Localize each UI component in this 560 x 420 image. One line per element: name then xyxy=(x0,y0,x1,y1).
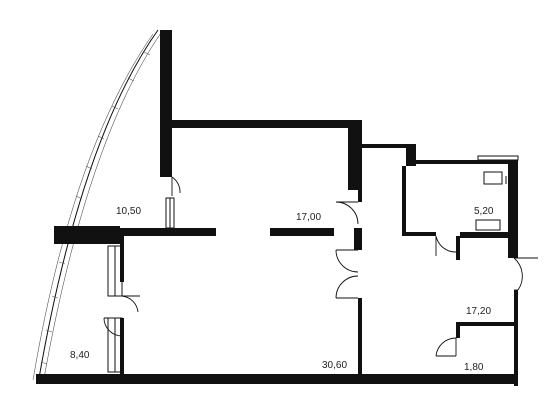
wall-segment xyxy=(402,232,436,236)
windows xyxy=(107,197,175,373)
doors xyxy=(103,176,538,357)
wall-segment xyxy=(36,374,518,384)
wall-segment xyxy=(354,228,362,250)
wall-segment xyxy=(456,322,514,326)
wall-segment xyxy=(456,236,460,260)
wall-segment xyxy=(358,190,362,202)
wall-segment xyxy=(406,144,416,166)
wall-segment xyxy=(460,232,512,238)
curved-facade xyxy=(32,29,164,385)
wall-segment xyxy=(514,290,518,386)
room-area-wc: 1,80 xyxy=(464,362,484,373)
wall-segment xyxy=(54,226,120,244)
wall-segment xyxy=(508,160,518,258)
wall-segment xyxy=(456,322,460,338)
wall-segment xyxy=(416,160,508,164)
wall-segment xyxy=(348,120,362,190)
wall-segment xyxy=(160,30,172,177)
room-labels: 10,50 17,00 5,20 8,40 30,60 17,20 1,80 xyxy=(70,206,494,373)
room-area-hall: 17,20 xyxy=(466,306,491,317)
room-area-living: 17,00 xyxy=(296,212,321,223)
wall-segment xyxy=(402,166,406,232)
room-area-bathroom: 5,20 xyxy=(474,206,494,217)
wall-segment xyxy=(120,228,216,236)
wall-segment xyxy=(270,228,334,236)
wall-segment xyxy=(172,120,362,128)
room-area-kitchen-living: 30,60 xyxy=(322,360,347,371)
wall-segment xyxy=(362,144,410,148)
wall-segment xyxy=(358,298,362,378)
room-area-loggia-top: 10,50 xyxy=(116,206,141,217)
room-area-loggia-bottom: 8,40 xyxy=(70,350,90,361)
